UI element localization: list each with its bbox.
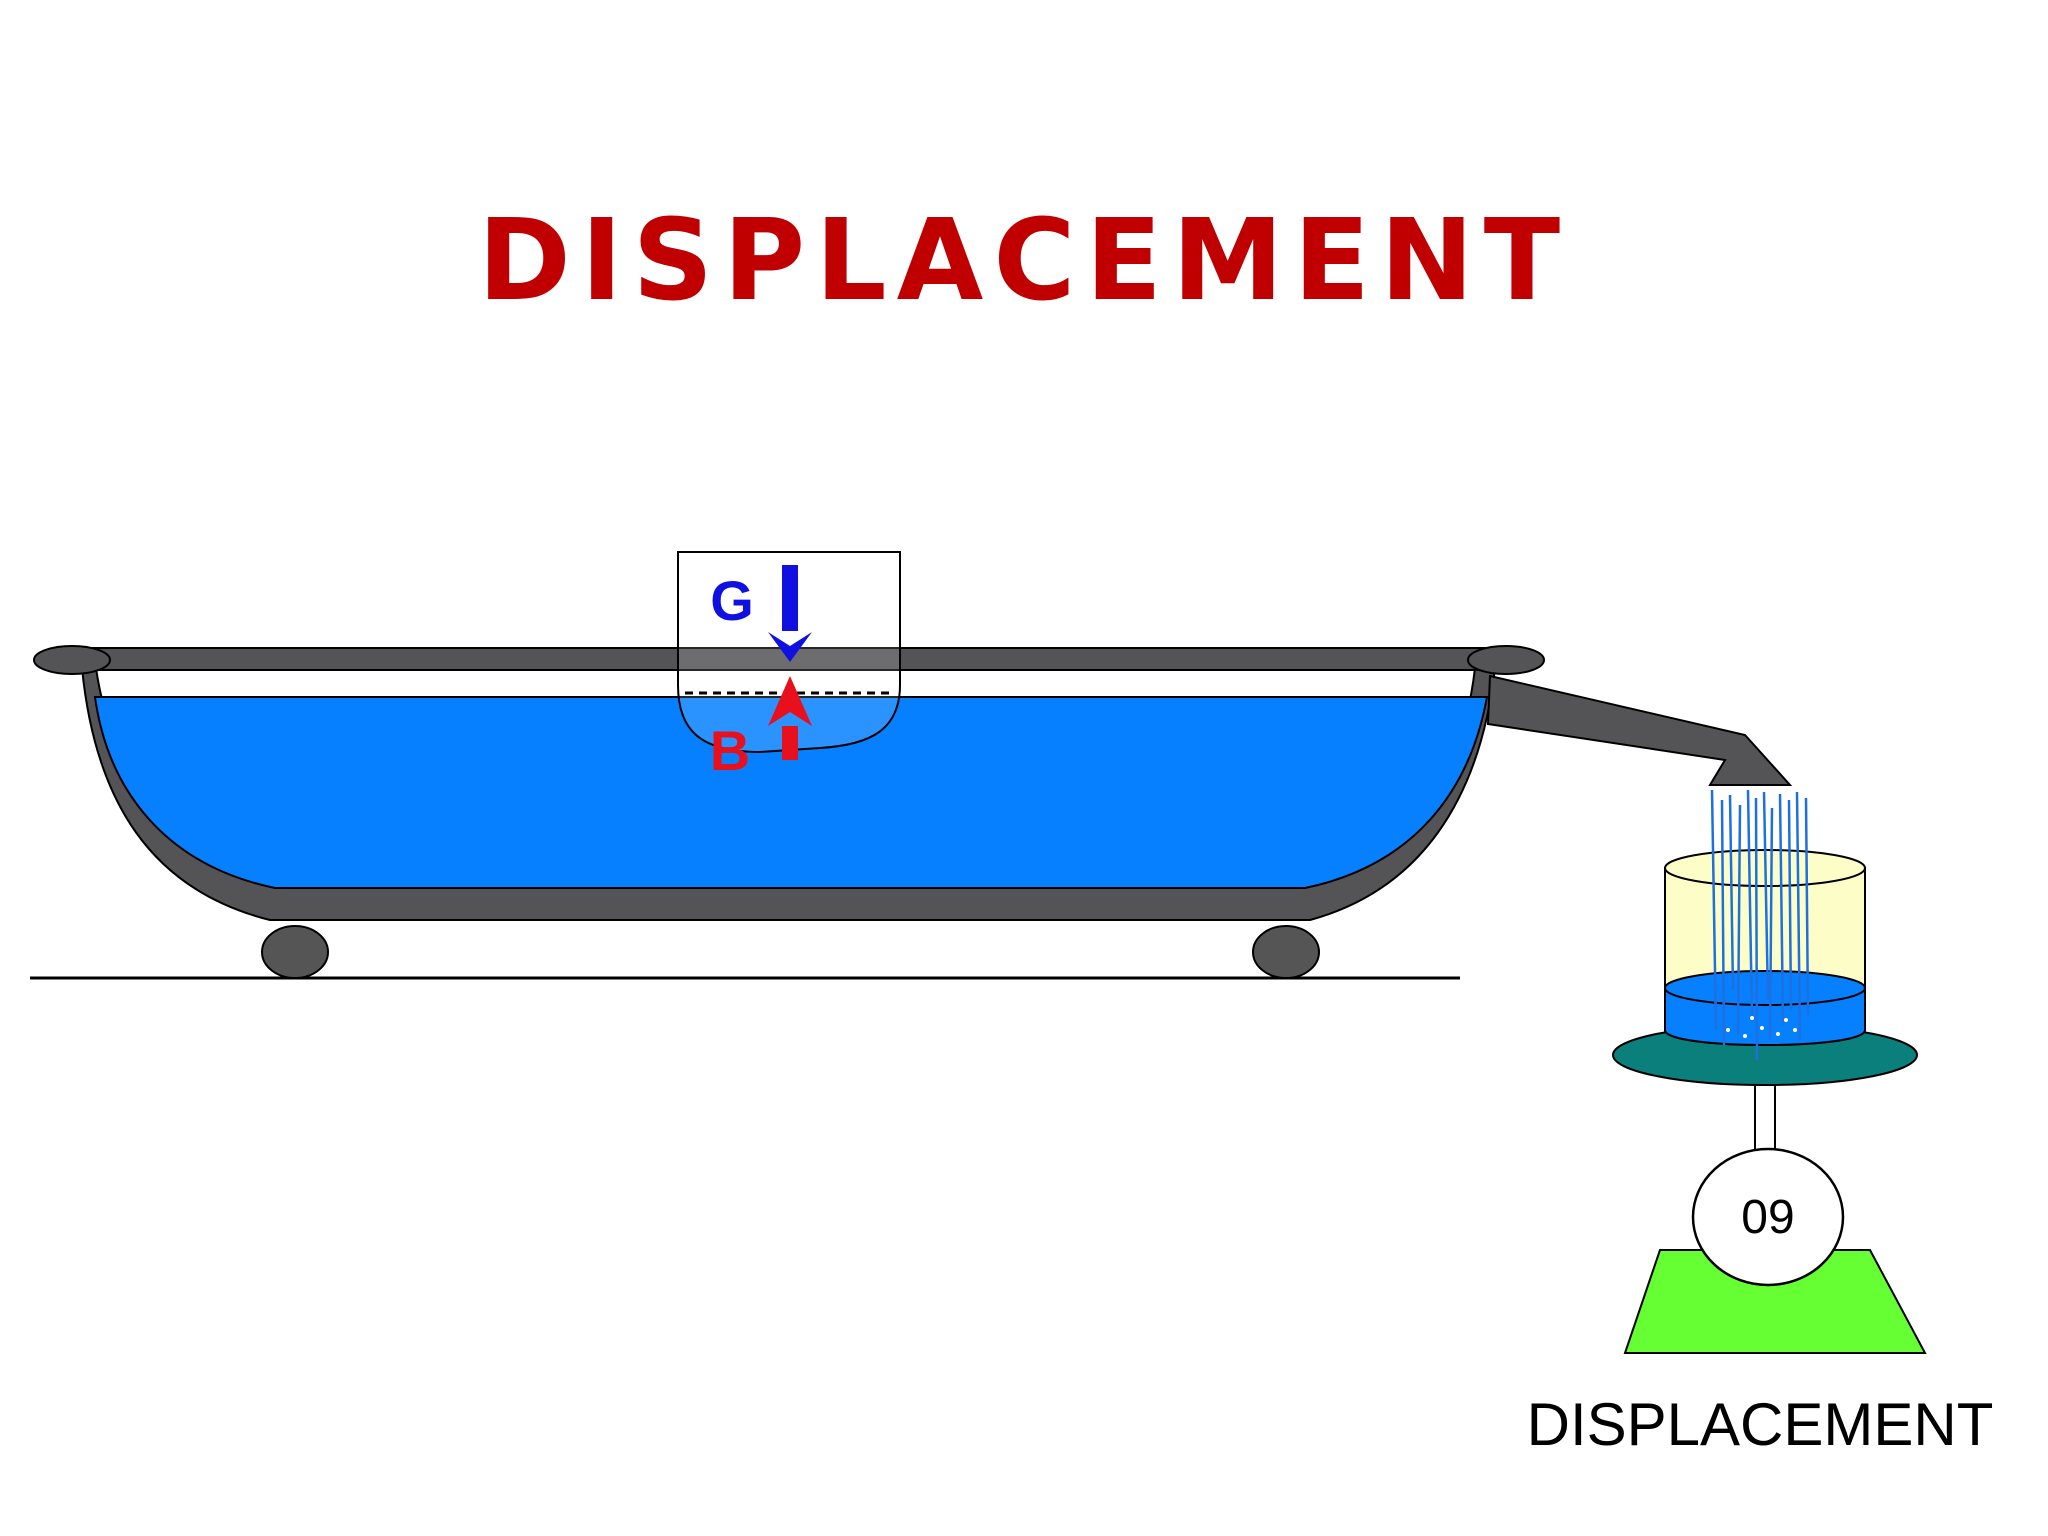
scale-dial bbox=[1691, 1147, 1845, 1287]
tub-wheel-left bbox=[261, 925, 329, 979]
beaker-water-surface bbox=[1664, 970, 1866, 1006]
tub-rim-end-right bbox=[1467, 645, 1545, 675]
gravity-arrow-shaft bbox=[782, 565, 798, 631]
splash-droplets bbox=[1726, 1016, 1797, 1038]
tub-rim-end-left bbox=[33, 645, 111, 675]
tub-water bbox=[93, 696, 1489, 889]
diagram-title: DISPLACEMENT bbox=[477, 196, 1571, 326]
overflow-spout bbox=[1486, 674, 1793, 786]
buoyancy-arrow-head bbox=[768, 676, 812, 726]
diagram-caption: DISPLACEMENT bbox=[1526, 1391, 1994, 1458]
buoyancy-label: B bbox=[710, 719, 750, 782]
gravity-label: G bbox=[710, 569, 754, 632]
falling-water-streams bbox=[1710, 789, 1810, 1061]
scale-reading: 09 bbox=[1741, 1191, 1794, 1244]
tub-wheel-right bbox=[1252, 925, 1320, 979]
gravity-arrow-head bbox=[768, 632, 812, 662]
buoyancy-arrow-shaft bbox=[782, 726, 798, 760]
